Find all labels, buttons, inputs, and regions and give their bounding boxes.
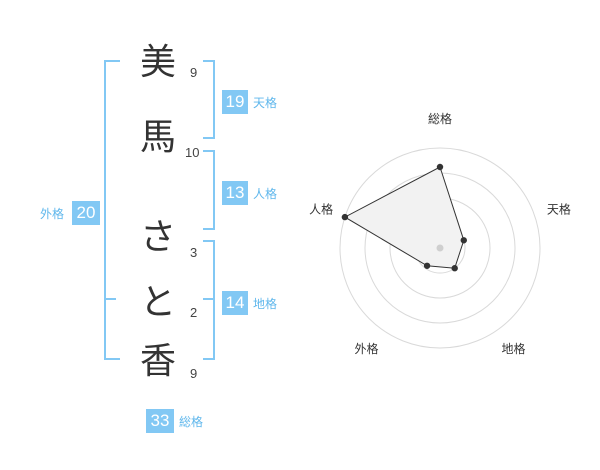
radar-polygon: [343, 166, 465, 269]
axis-label-gaikaku: 外格: [354, 341, 378, 356]
soukaku-value: 33: [146, 409, 174, 433]
axis-label-jinkaku: 人格: [309, 201, 333, 216]
radar-point: [423, 262, 431, 269]
stroke-count-1: 9: [190, 65, 198, 80]
radar-point: [341, 213, 349, 221]
stroke-count-3: 3: [190, 245, 198, 260]
radar-point: [460, 237, 467, 244]
stroke-count-2: 10: [185, 145, 200, 160]
gaikaku-label: 外格: [40, 207, 65, 221]
gaikaku-value: 20: [72, 201, 100, 225]
soukaku-label: 総格: [179, 415, 204, 429]
tenkaku-label: 天格: [253, 96, 278, 110]
tenkaku-value: 19: [222, 90, 248, 114]
stroke-count-5: 9: [190, 366, 198, 381]
stroke-count-4: 2: [190, 305, 198, 320]
radar-point: [451, 265, 458, 272]
axis-label-soukaku: 総格: [428, 111, 452, 126]
name-char-4: と: [139, 282, 176, 323]
name-char-5: 香: [139, 341, 176, 382]
chikaku-label: 地格: [253, 297, 278, 311]
radar-center-dot: [436, 244, 444, 252]
axis-label-chikaku: 地格: [501, 341, 525, 356]
radar-chart: 総格 天格 地格 外格 人格: [309, 111, 571, 356]
jinkaku-value: 13: [222, 181, 248, 205]
chikaku-value: 14: [222, 291, 248, 315]
radar-ring: [339, 147, 541, 349]
name-char-3: さ: [139, 217, 176, 258]
axis-label-tenkaku: 天格: [547, 201, 571, 216]
name-char-2: 馬: [139, 117, 176, 158]
name-char-1: 美: [139, 42, 176, 83]
radar-point: [436, 163, 444, 171]
jinkaku-label: 人格: [253, 187, 278, 201]
